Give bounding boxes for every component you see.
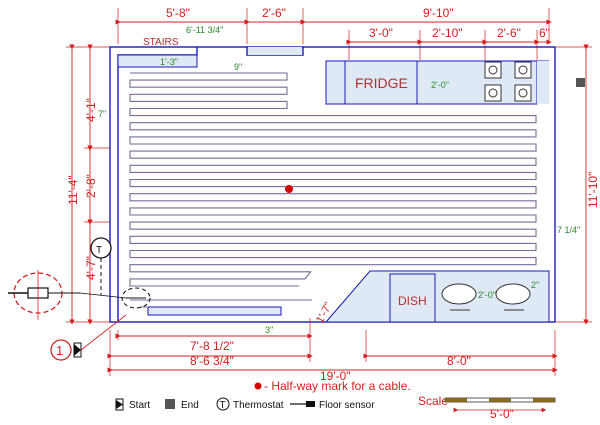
note-2-0-sink: 2'-0" — [478, 290, 496, 300]
dim-top-6: 6" — [539, 26, 550, 40]
bottom-strip — [147, 306, 282, 316]
dim-top-2-6: 2'-6" — [262, 6, 286, 20]
legend-end-label: End — [181, 400, 199, 411]
stairs-area: STAIRS — [117, 37, 302, 68]
legend-thermostat-icon — [216, 397, 230, 411]
dim-top-2-6b: 2'-6" — [497, 26, 521, 40]
floor-sensor — [8, 270, 151, 320]
note-7: 7" — [98, 109, 106, 119]
legend-end-icon — [165, 399, 175, 409]
svg-text:1: 1 — [56, 343, 63, 358]
heating-cable — [129, 72, 537, 308]
end-marker — [576, 78, 585, 87]
legend-scale-label: Scale — [418, 394, 448, 408]
dim-top-3-0: 3'-0" — [369, 26, 393, 40]
dim-top-9-10: 9'-10" — [423, 6, 454, 20]
legend: - Half-way mark for a cable. Start End T… — [115, 379, 556, 421]
legend-halfway-text: - Half-way mark for a cable. — [264, 379, 411, 393]
start-marker: 1 — [50, 314, 127, 361]
dim-top-5-8: 5'-8" — [166, 6, 190, 20]
dim-left-2-8: 2'-8" — [84, 174, 98, 198]
dim-bottom-19-0: 19'-0" — [320, 369, 351, 383]
note-6-11: 6'-11 3/4" — [186, 25, 223, 35]
note-3: 3" — [265, 325, 273, 335]
dimension-lines — [69, 19, 589, 373]
cable-run — [129, 72, 537, 287]
legend-thermostat-label: Thermostat — [233, 400, 284, 411]
fridge-label: FRIDGE — [355, 75, 408, 91]
dish-sink-counter: DISH — [324, 270, 550, 323]
halfway-mark — [285, 185, 293, 193]
svg-text:T: T — [96, 245, 102, 256]
legend-scale-value: 5'-0" — [490, 407, 514, 421]
note-2: 2" — [531, 280, 539, 290]
legend-sensor-label: Floor sensor — [319, 400, 375, 411]
dim-top-2-10: 2'-10" — [432, 26, 463, 40]
dim-left-11-4: 11'-4" — [66, 175, 80, 205]
stairs-label: STAIRS — [143, 37, 179, 48]
cable-tail — [130, 299, 312, 308]
legend-start-label: Start — [129, 400, 150, 411]
thermostat-symbol: T — [90, 237, 112, 295]
dim-right-11-10: 11'-10" — [586, 172, 600, 208]
svg-text:T: T — [220, 400, 226, 411]
legend-halfway-dot — [254, 382, 262, 390]
note-7-14: 7 1/4" — [557, 225, 580, 235]
fridge-counter: FRIDGE — [325, 60, 549, 105]
note-9: 9" — [234, 62, 242, 72]
dim-bottom-8-0: 8'-0" — [447, 354, 471, 368]
dim-bottom-7-8: 7'-8 1/2" — [190, 339, 234, 353]
dish-label: DISH — [398, 294, 427, 308]
stove — [484, 61, 532, 102]
dim-left-4-7: 4'-7" — [84, 256, 98, 280]
scale-bar — [444, 397, 556, 413]
note-2-0-fridge: 2'-0" — [431, 80, 449, 90]
note-1-3: 1'-3" — [160, 57, 178, 67]
dim-left-4-1: 4'-1" — [84, 98, 98, 122]
dim-bottom-8-6: 8'-6 3/4" — [190, 354, 234, 368]
